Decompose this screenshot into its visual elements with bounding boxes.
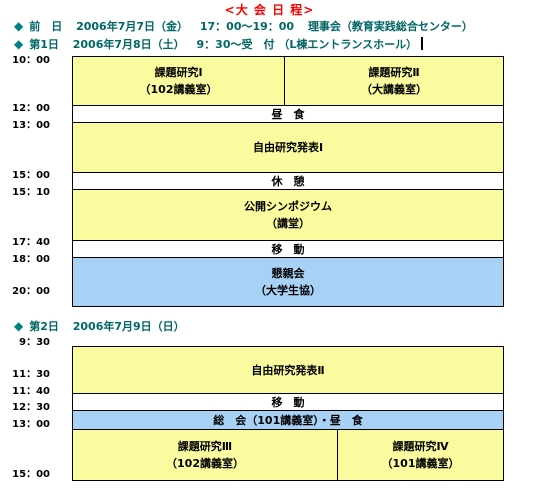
day1-date: 2006年7月8日（土） [72, 38, 185, 51]
sympo-block: 公開シンポジウム （講堂） [72, 189, 504, 241]
day1-time-label: 13：00 [12, 120, 50, 131]
sympo-name: 公開シンポジウム [244, 200, 332, 213]
page-title: <大 会 日 程> [224, 3, 315, 17]
diamond-icon: ◆ [14, 319, 24, 333]
lunch-label: 昼 食 [271, 107, 305, 121]
day1-time: 9：30〜受 付 [196, 38, 275, 51]
move-label: 移 動 [271, 395, 305, 409]
soukai-block: 総 会（101講義室）・昼 食 [72, 410, 504, 430]
kadai4-room: （101講義室） [381, 457, 460, 470]
move-block-day2: 移 動 [72, 393, 504, 411]
kadai4-block: 課題研究Ⅳ （101講義室） [337, 429, 504, 481]
day2-time-label: 9：30 [19, 337, 50, 348]
konshin-name: 懇親会 [271, 267, 305, 280]
kadai1-name: 課題研究Ⅰ [154, 66, 203, 79]
konshin-block: 懇親会 （大学生協） [72, 257, 504, 307]
diamond-icon: ◆ [14, 19, 24, 33]
kadai2-name: 課題研究Ⅱ [368, 66, 420, 79]
day2-time-label: 11：30 [12, 369, 50, 380]
day1-label: 第1日 [29, 38, 59, 51]
soukai-label: 総 会（101講義室）・昼 食 [213, 413, 363, 427]
jiyu2-block: 自由研究発表Ⅱ [72, 346, 504, 394]
eve-date: 2006年7月7日（金） [76, 20, 189, 33]
diamond-icon: ◆ [14, 37, 24, 51]
day2-date: 2006年7月9日（日） [72, 320, 185, 333]
move-label: 移 動 [271, 242, 305, 256]
day2-time-label: 13：00 [12, 419, 50, 430]
kadai2-room: （大講義室） [361, 83, 427, 96]
text-cursor [421, 37, 424, 50]
eve-time: 17：00〜19：00 [199, 20, 295, 33]
day2-info-line: ◆ 第2日 2006年7月9日（日） [14, 318, 185, 334]
day1-info-line: ◆ 第1日 2006年7月8日（土） 9：30〜受 付 （L棟エントランスホール） [14, 36, 424, 52]
sympo-room: （講堂） [266, 217, 310, 230]
kadai4-name: 課題研究Ⅳ [392, 440, 449, 453]
day2-label: 第2日 [29, 320, 59, 333]
kadai2-block: 課題研究Ⅱ （大講義室） [284, 56, 504, 106]
kadai1-room: （102講義室） [139, 83, 218, 96]
kadai1-block: 課題研究Ⅰ （102講義室） [72, 56, 285, 106]
day1-time-label: 15：10 [12, 187, 50, 198]
day2-time-label: 11：40 [12, 386, 50, 397]
jiyu2-label: 自由研究発表Ⅱ [251, 363, 325, 377]
day1-time-label: 17：40 [12, 237, 50, 248]
kadai3-room: （102講義室） [166, 457, 244, 470]
kadai3-block: 課題研究Ⅲ （102講義室） [72, 429, 338, 481]
lunch-block: 昼 食 [72, 105, 504, 123]
break-block: 休 憩 [72, 172, 504, 190]
break-label: 休 憩 [271, 174, 305, 188]
day1-time-label: 18：00 [12, 254, 50, 265]
day1-event: （L棟エントランスホール） [278, 38, 418, 51]
move-block-day1: 移 動 [72, 240, 504, 258]
eve-label: 前 日 [29, 20, 63, 33]
eve-info-line: ◆ 前 日 2006年7月7日（金） 17：00〜19：00 理事会（教育実践総合… [14, 18, 473, 34]
eve-event: 理事会（教育実践総合センター） [307, 20, 473, 33]
day1-time-label: 12：00 [12, 103, 50, 114]
jiyu1-label: 自由研究発表Ⅰ [252, 141, 324, 154]
kadai3-name: 課題研究Ⅲ [177, 440, 233, 453]
konshin-room: （大学生協） [255, 284, 321, 297]
jiyu1-block: 自由研究発表Ⅰ [72, 122, 504, 173]
day2-time-label: 12：30 [12, 402, 50, 413]
day1-time-label: 15：00 [12, 170, 50, 181]
day1-time-label: 20：00 [12, 286, 50, 297]
day1-time-label: 10：00 [12, 55, 50, 66]
day2-time-label: 15：00 [12, 469, 50, 480]
